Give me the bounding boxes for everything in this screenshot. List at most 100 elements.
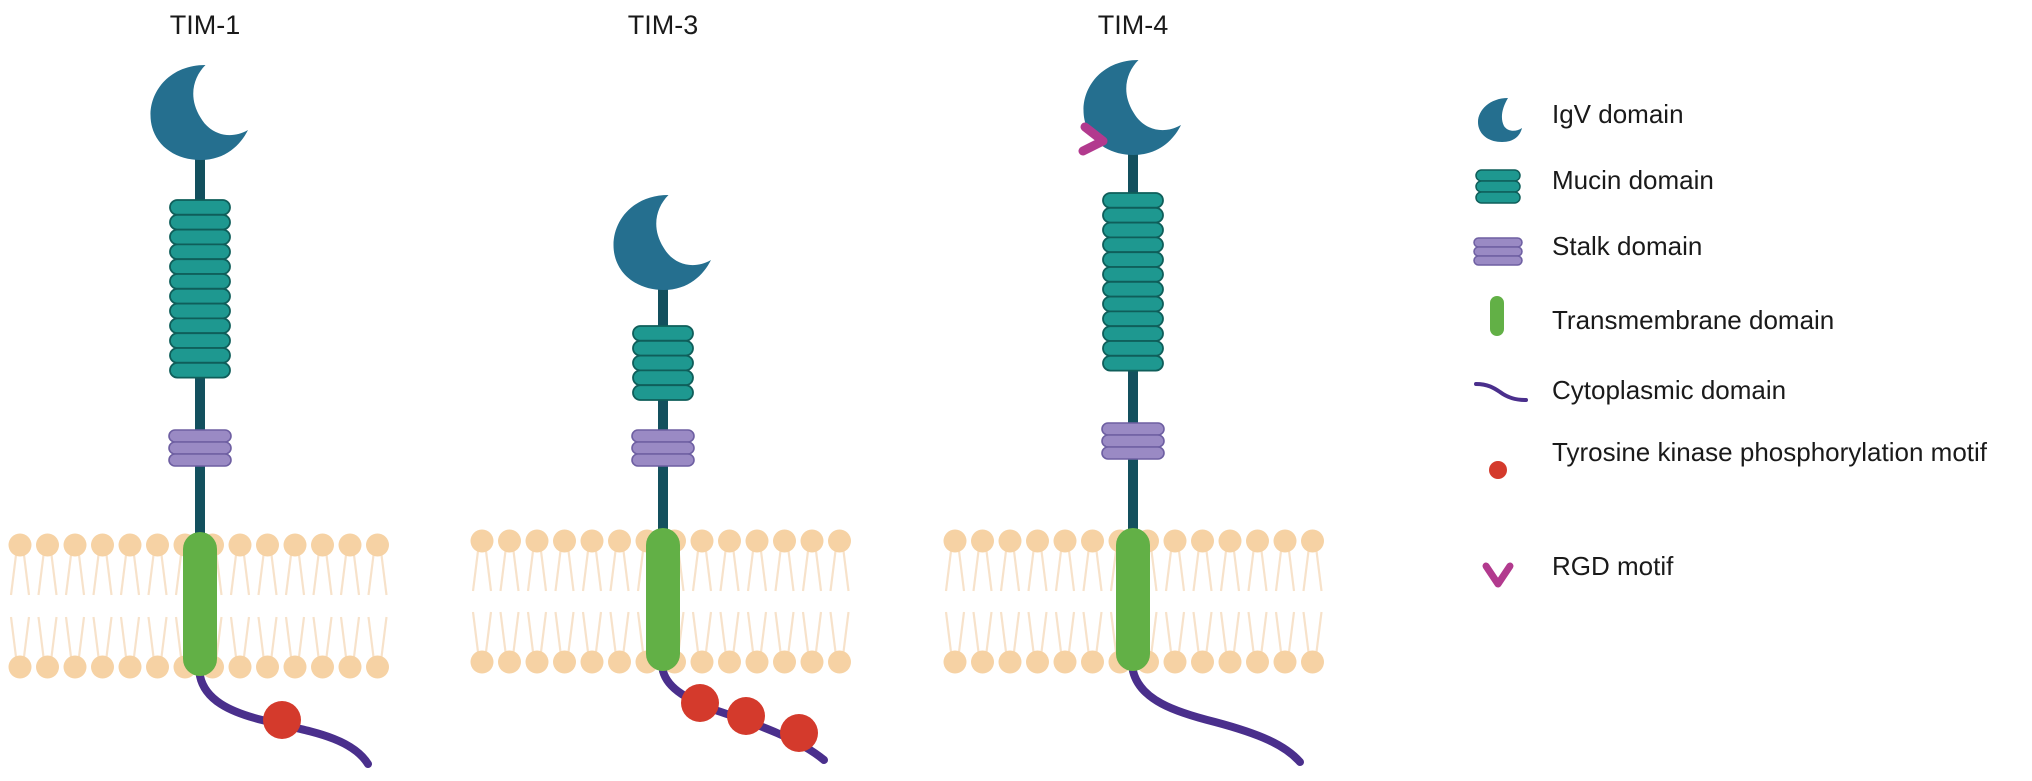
tim3-title: TIM-3 bbox=[627, 10, 699, 40]
igv-domain bbox=[613, 195, 711, 290]
lipid-tail bbox=[526, 550, 548, 592]
legend-item-cytoplasmic: Cytoplasmic domain bbox=[1460, 356, 2020, 426]
stalk-segment bbox=[631, 441, 695, 455]
igv-domain bbox=[1083, 60, 1181, 155]
lipid-tail bbox=[147, 616, 168, 658]
lipid-tail bbox=[691, 611, 713, 653]
lipid-head bbox=[8, 533, 32, 557]
cytoplasmic-domain bbox=[196, 672, 372, 768]
phosphorylation-motif bbox=[681, 684, 719, 722]
lipid-tail bbox=[1302, 611, 1323, 653]
lipid-tail bbox=[9, 616, 31, 658]
igv-domain-icon bbox=[1478, 98, 1522, 142]
lipid-head bbox=[118, 655, 142, 679]
lipid-tail bbox=[972, 550, 993, 592]
rgd-motif bbox=[1078, 122, 1108, 156]
lipid-head bbox=[146, 655, 169, 679]
mucin-repeat bbox=[169, 258, 231, 275]
lipid-head bbox=[828, 529, 851, 553]
protein-tim-1 bbox=[150, 65, 372, 768]
lipid-head bbox=[1218, 529, 1242, 553]
lipid-tail bbox=[1164, 611, 1186, 653]
lipid-tail bbox=[774, 611, 795, 653]
lipid-head bbox=[1301, 650, 1324, 674]
lipid-head bbox=[525, 650, 549, 674]
lipid-tail bbox=[801, 550, 823, 592]
mucin-repeat bbox=[1102, 295, 1164, 313]
mucin-repeat bbox=[169, 302, 231, 320]
phosphorylation-motif bbox=[727, 697, 765, 735]
mucin-repeat bbox=[632, 339, 694, 357]
lipid-head bbox=[718, 529, 741, 553]
lipid-head bbox=[943, 529, 967, 553]
rgd-motif-icon bbox=[1482, 562, 1514, 588]
transmembrane-domain bbox=[1116, 528, 1150, 671]
stalk-segment bbox=[631, 453, 695, 467]
lipid-tail bbox=[312, 554, 333, 596]
lipid-head bbox=[63, 655, 87, 679]
mucin-repeat bbox=[1102, 206, 1164, 224]
lipid-tail bbox=[64, 616, 86, 658]
protein-tim-4 bbox=[1078, 60, 1304, 766]
stalk-segment bbox=[631, 429, 695, 443]
lipid-tail bbox=[37, 616, 58, 658]
lipid-tail bbox=[999, 611, 1021, 653]
lipid-tail bbox=[339, 616, 361, 658]
lipid-head bbox=[36, 533, 59, 557]
lipid-head bbox=[1026, 650, 1049, 674]
lipid-head bbox=[1053, 529, 1077, 553]
lipid-tail bbox=[1247, 550, 1268, 592]
lipid-tail bbox=[1082, 550, 1103, 592]
lipid-head bbox=[498, 529, 521, 553]
lipid-head bbox=[800, 529, 824, 553]
lipid-tail bbox=[9, 554, 31, 596]
legend-label-mucin: Mucin domain bbox=[1552, 165, 1714, 195]
lipid-head bbox=[283, 655, 307, 679]
mucin-repeat bbox=[1102, 192, 1164, 209]
stalk-segment bbox=[1101, 446, 1165, 460]
lipid-tail bbox=[526, 611, 548, 653]
mucin-repeat bbox=[1102, 280, 1164, 298]
legend-label-rgd: RGD motif bbox=[1552, 551, 1674, 581]
stalk-segment bbox=[1101, 422, 1165, 436]
lipid-tail bbox=[746, 611, 768, 653]
lipid-tail bbox=[229, 616, 251, 658]
lipid-tail bbox=[554, 611, 575, 653]
lipid-tail bbox=[147, 554, 168, 596]
lipid-tail bbox=[1247, 611, 1268, 653]
lipid-head bbox=[91, 655, 114, 679]
lipid-tail bbox=[1082, 611, 1103, 653]
igv-domain bbox=[150, 65, 248, 160]
mucin-repeat bbox=[1102, 236, 1164, 254]
lipid-head bbox=[745, 650, 769, 674]
mucin-repeat bbox=[1102, 354, 1164, 372]
mucin-repeat bbox=[632, 369, 694, 387]
transmembrane-domain bbox=[646, 528, 680, 671]
lipid-head bbox=[498, 650, 521, 674]
lipid-head bbox=[608, 529, 631, 553]
lipid-tail bbox=[609, 611, 630, 653]
lipid-head bbox=[580, 529, 604, 553]
transmembrane-domain-icon bbox=[1490, 296, 1504, 336]
legend-item-phospho: Tyrosine kinase phosphorylation motif bbox=[1460, 436, 2020, 526]
tim1-title: TIM-1 bbox=[169, 10, 241, 40]
lipid-head bbox=[1301, 529, 1324, 553]
legend-item-igv: IgV domain bbox=[1460, 90, 2020, 160]
legend-label-cytoplasmic: Cytoplasmic domain bbox=[1552, 375, 1787, 405]
lipid-tail bbox=[691, 550, 713, 592]
lipid-tail bbox=[367, 616, 388, 658]
mucin-repeat bbox=[169, 347, 231, 364]
mucin-repeat bbox=[169, 213, 231, 231]
lipid-head bbox=[470, 529, 494, 553]
lipid-head bbox=[1081, 650, 1104, 674]
lipid-head bbox=[1191, 529, 1214, 553]
lipid-head bbox=[553, 650, 576, 674]
lipid-tail bbox=[944, 550, 966, 592]
legend-item-stalk: Stalk domain bbox=[1460, 222, 2020, 292]
lipid-head bbox=[998, 529, 1022, 553]
lipid-head bbox=[1163, 650, 1187, 674]
legend-label-igv: IgV domain bbox=[1552, 99, 1684, 129]
lipid-tail bbox=[1164, 550, 1186, 592]
lipid-head bbox=[256, 655, 279, 679]
mucin-repeat bbox=[1102, 266, 1164, 283]
